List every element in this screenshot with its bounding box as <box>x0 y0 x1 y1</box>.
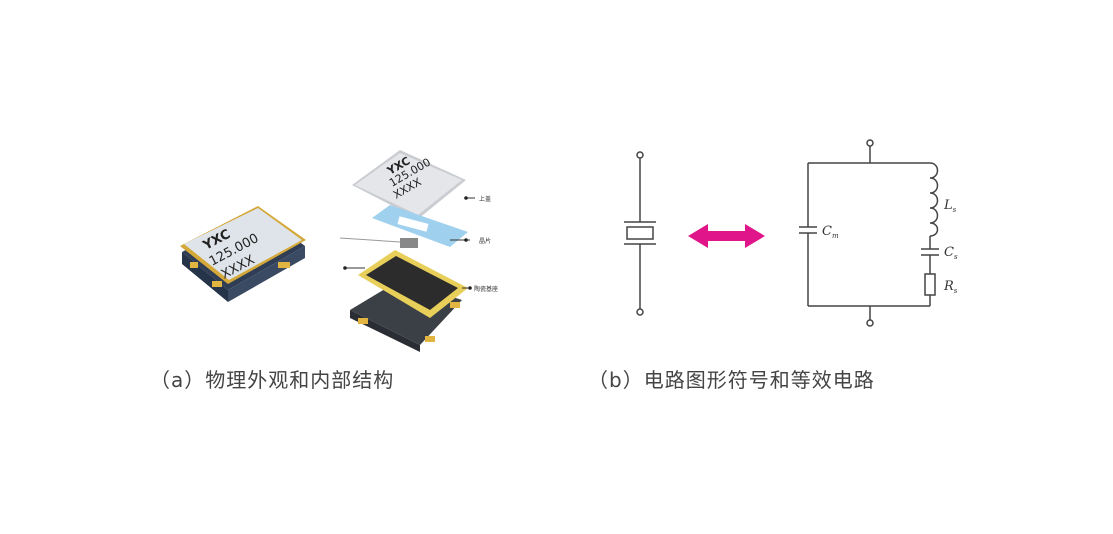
ls-label: Ls <box>943 198 957 214</box>
equivalent-circuit <box>799 139 939 327</box>
resistor-rs <box>924 273 936 296</box>
caption-b: （b）电路图形符号和等效电路 <box>588 368 875 392</box>
lid-label: 上盖 <box>479 195 491 203</box>
base-label: 陶瓷基座 <box>474 285 498 293</box>
crystal-symbol <box>624 151 656 316</box>
double-arrow-icon <box>688 224 765 248</box>
rs-label: Rs <box>943 279 958 295</box>
exploded-oscillator-view: YXC 125.000 XXXX 上盖 晶片 陶瓷基座 <box>339 150 498 352</box>
assembled-oscillator-chip: YXC 125.000 XXXX <box>180 206 306 302</box>
caption-a: （a）物理外观和内部结构 <box>150 368 395 392</box>
cs-label: Cs <box>944 245 958 261</box>
wafer-label: 晶片 <box>479 237 491 245</box>
cm-label: Cm <box>822 224 839 240</box>
inductor-ls <box>929 162 939 237</box>
